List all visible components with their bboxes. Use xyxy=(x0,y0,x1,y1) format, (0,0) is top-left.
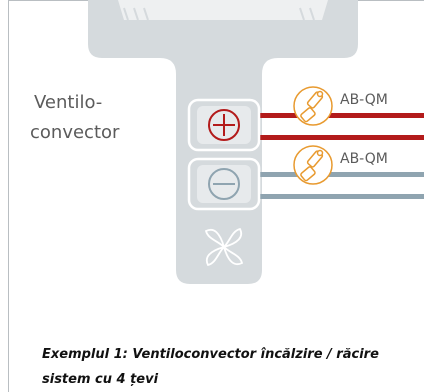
figure-caption: Exemplul 1: Ventiloconvector încălzire /… xyxy=(42,342,424,392)
device-label-line2: convector xyxy=(30,122,120,143)
valve-actuator-icon xyxy=(293,86,333,126)
minus-circle-icon xyxy=(208,168,240,200)
heating-pipes xyxy=(258,113,424,140)
fan-icon xyxy=(204,227,244,267)
cooling-coil xyxy=(187,157,261,211)
plus-circle-icon xyxy=(208,109,240,141)
heating-supply-pipe xyxy=(258,113,424,118)
caption-line1: Exemplul 1: Ventiloconvector încălzire /… xyxy=(42,347,379,362)
heating-coil xyxy=(187,98,261,152)
cooling-pipes xyxy=(258,172,424,199)
device-label-line1: Ventilo- xyxy=(34,92,102,113)
caption-line2: sistem cu 4 țevi xyxy=(42,372,159,387)
valve-label-heating: AB-QM xyxy=(340,92,388,108)
heating-return-pipe xyxy=(258,135,424,140)
valve-actuator-icon xyxy=(293,145,333,185)
valve-label-cooling: AB-QM xyxy=(340,151,388,167)
cooling-return-pipe xyxy=(258,194,424,199)
cooling-supply-pipe xyxy=(258,172,424,177)
